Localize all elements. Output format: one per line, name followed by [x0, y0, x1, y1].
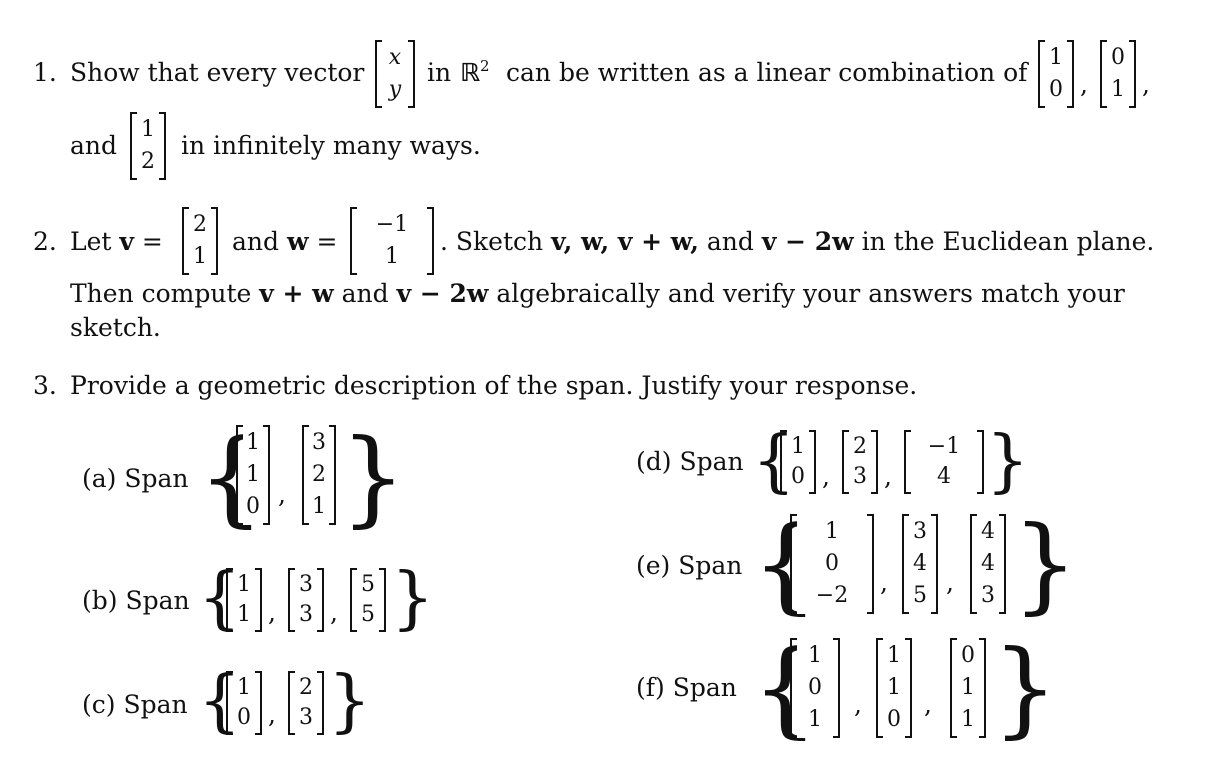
- comma: ,: [854, 690, 862, 719]
- problem-2-text-c: sketch.: [70, 313, 161, 342]
- right-brace: }: [328, 662, 372, 741]
- part-d-label: (d) Span: [636, 447, 744, 476]
- comma: ,: [946, 568, 954, 597]
- problem-2-text-b: Then compute v + w and v − 2w algebraica…: [70, 279, 1125, 308]
- problem-1-text-b: can be written as a linear combination o…: [506, 58, 1028, 87]
- comma: ,: [880, 568, 888, 597]
- comma: ,: [924, 690, 932, 719]
- right-brace: }: [340, 416, 407, 538]
- vector-xy: x y: [375, 40, 415, 108]
- vector-entry: 0: [1111, 45, 1125, 70]
- problem-3-text: Provide a geometric description of the s…: [70, 371, 918, 400]
- vector-entry: 0: [1049, 77, 1063, 102]
- part-a-label: (a) Span: [82, 464, 189, 493]
- comma: ,: [268, 700, 276, 729]
- problem-1-text-and: and: [70, 131, 118, 160]
- problem-1-number: 1.: [33, 58, 57, 87]
- comma: ,: [1080, 70, 1088, 99]
- part-e-label: (e) Span: [636, 551, 743, 580]
- vector-w-2: −1 1: [350, 207, 434, 275]
- problem-1-text-in: in: [427, 58, 452, 87]
- part-b-label: (b) Span: [82, 586, 190, 615]
- vector-entry: x: [388, 45, 402, 70]
- problem-2-let: Let v =: [70, 227, 163, 256]
- vector-entry: 1: [1111, 77, 1125, 102]
- vector-entry: y: [388, 77, 402, 102]
- comma: ,: [330, 598, 338, 627]
- comma: ,: [822, 462, 830, 491]
- comma: ,: [268, 598, 276, 627]
- problem-2-text-a: . Sketch v, w, v + w, and v − 2w in the …: [440, 227, 1155, 256]
- problem-3-number: 3.: [33, 371, 57, 400]
- problem-2-and-w: and w =: [232, 227, 338, 256]
- right-brace: }: [992, 627, 1059, 749]
- vector-w: 1 2: [130, 112, 166, 180]
- vector-entry: −1: [375, 212, 409, 237]
- real-numbers-symbol: ℝ2: [460, 57, 490, 87]
- vector-entry: 1: [1049, 45, 1063, 70]
- vector-entry: 1: [193, 244, 207, 269]
- right-brace: }: [986, 422, 1030, 501]
- part-f-label: (f) Span: [636, 673, 737, 702]
- vector-v: 2 1: [182, 207, 218, 275]
- comma: ,: [1142, 70, 1150, 99]
- problem-1-text-a: Show that every vector: [70, 58, 365, 87]
- problem-2-number: 2.: [33, 227, 57, 256]
- vector-entry: 2: [141, 149, 155, 174]
- vector-e2: 0 1: [1100, 40, 1136, 108]
- vector-e1: 1 0: [1038, 40, 1074, 108]
- right-brace: }: [391, 559, 435, 638]
- comma: ,: [278, 480, 286, 509]
- comma: ,: [884, 462, 892, 491]
- vector-entry: 1: [141, 117, 155, 142]
- problem-1-text-c: in infinitely many ways.: [181, 131, 481, 160]
- part-c-label: (c) Span: [82, 690, 188, 719]
- right-brace: }: [1012, 503, 1079, 625]
- vector-entry: 2: [193, 212, 207, 237]
- vector-entry: 1: [385, 244, 399, 269]
